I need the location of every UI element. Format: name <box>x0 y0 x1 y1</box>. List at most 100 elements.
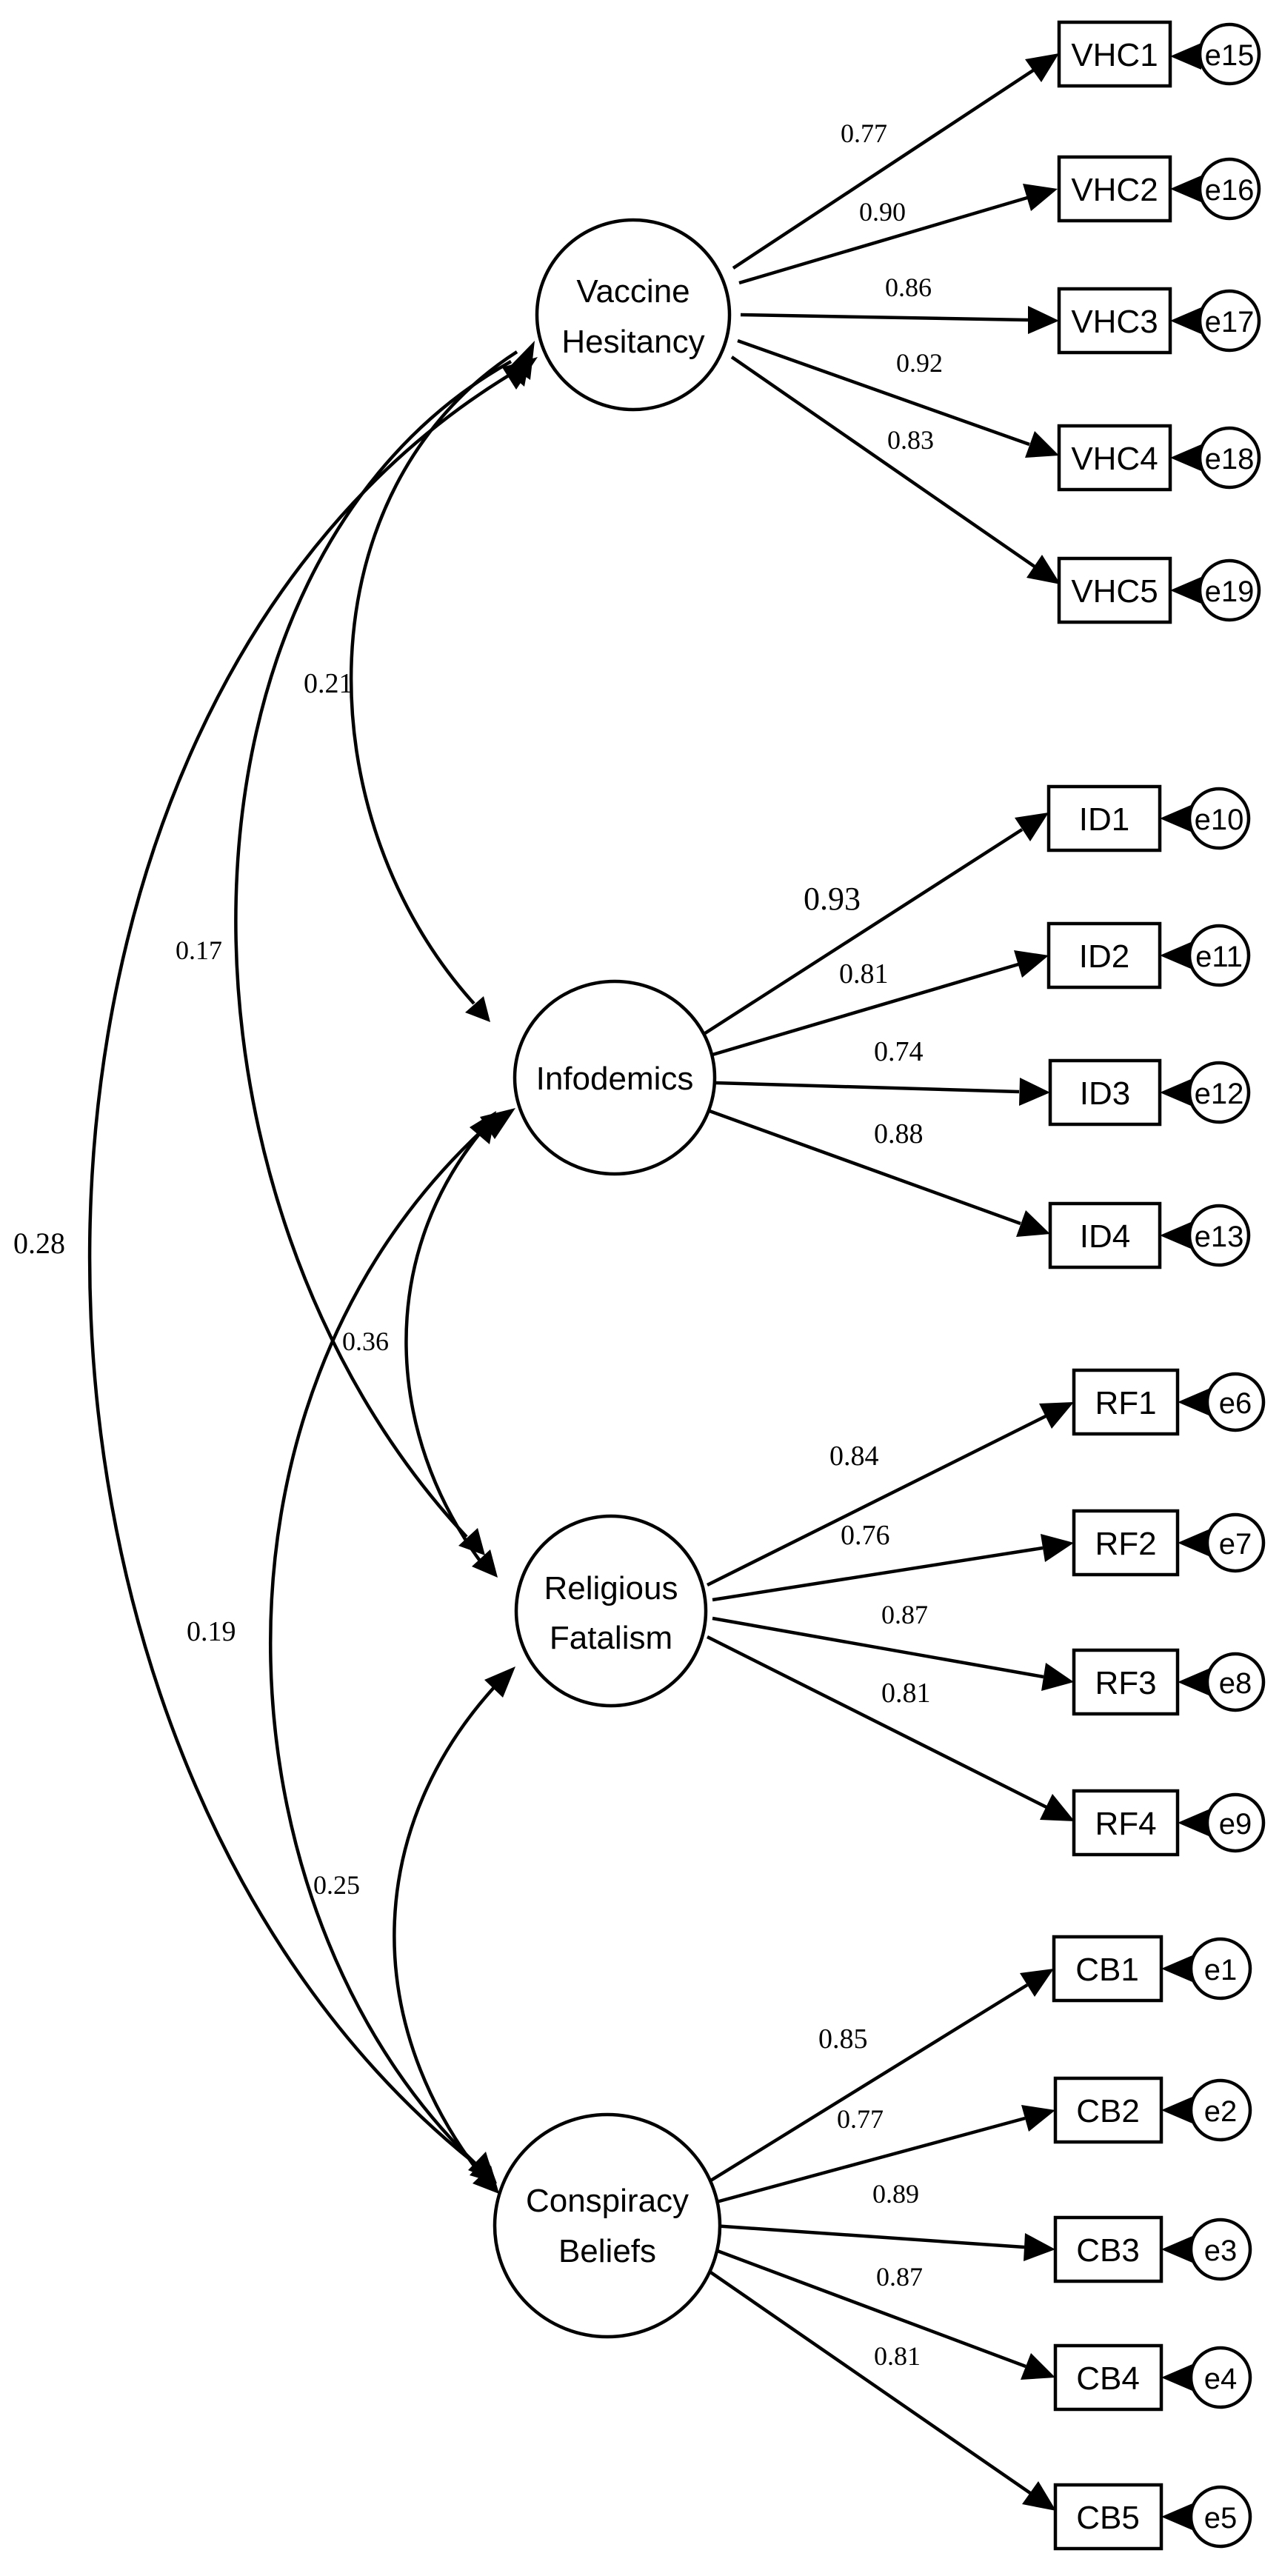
error-arrow-id3 <box>1160 1079 1191 1106</box>
indicator-label: ID3 <box>1080 1075 1130 1112</box>
arrowhead-vh-vhc1 <box>1025 53 1059 82</box>
error-arrow-cb1 <box>1161 1955 1192 1982</box>
indicator-cb5: CB5 <box>1053 2483 1164 2551</box>
arrow-vh-vhc4 <box>737 338 1030 447</box>
error-label: e17 <box>1205 306 1255 338</box>
arrowhead-cb-cb4 <box>1021 2353 1055 2380</box>
indicator-vhc5: VHC5 <box>1057 556 1172 624</box>
indicator-label: ID2 <box>1079 938 1129 975</box>
arrow-id-id1 <box>704 828 1024 1035</box>
indicator-label: VHC4 <box>1071 441 1158 477</box>
latent-label: Infodemics <box>536 1061 694 1097</box>
error-e2: e2 <box>1189 2078 1252 2142</box>
error-label: e6 <box>1219 1387 1252 1420</box>
loading-label-cb5: 0.81 <box>874 2341 921 2371</box>
error-arrow-rf4 <box>1178 1809 1209 1836</box>
error-arrow-vhc5 <box>1170 577 1201 604</box>
arrow-vh-vhc5 <box>730 356 1036 568</box>
error-e17: e17 <box>1198 289 1261 353</box>
indicator-label: RF3 <box>1095 1665 1156 1701</box>
correlation-label-vh-id: 0.21 <box>304 668 353 699</box>
arrowhead-vh-rf-bottom <box>458 1528 485 1555</box>
error-label: e3 <box>1204 2235 1238 2267</box>
error-label: e18 <box>1205 443 1255 476</box>
indicator-id1: ID1 <box>1046 784 1162 852</box>
latent-variables: Vaccine Hesitancy Infodemics Religious F… <box>493 218 732 2339</box>
arrowhead-id-id2 <box>1014 950 1049 978</box>
loading-label-cb3: 0.89 <box>872 2179 919 2209</box>
error-e19: e19 <box>1198 558 1261 622</box>
indicator-cb1: CB1 <box>1052 1935 1164 2003</box>
loading-label-vhc1: 0.77 <box>841 119 887 148</box>
error-label: e15 <box>1205 39 1255 72</box>
correlation-labels: 0.21 0.17 0.28 0.36 0.19 0.25 <box>13 668 389 1900</box>
correlation-arcs <box>87 341 538 2194</box>
loading-label-id4: 0.88 <box>874 1118 924 1149</box>
loading-label-vhc2: 0.90 <box>859 197 906 227</box>
indicator-label: CB5 <box>1076 2500 1140 2536</box>
error-label: e8 <box>1219 1667 1252 1700</box>
latent-label: Conspiracy <box>526 2183 689 2219</box>
error-arrow-id4 <box>1160 1222 1191 1249</box>
arc-id-cb <box>269 1124 489 2168</box>
indicator-cb3: CB3 <box>1053 2215 1164 2283</box>
error-label: e7 <box>1219 1528 1252 1561</box>
arrowhead-cb-cb1 <box>1020 1969 1054 1997</box>
indicator-id4: ID4 <box>1048 1201 1162 1269</box>
arrowhead-vh-vhc3 <box>1028 306 1059 334</box>
arrowhead-rf-rf3 <box>1041 1663 1074 1691</box>
latent-label: Fatalism <box>550 1620 672 1656</box>
error-e4: e4 <box>1189 2346 1252 2409</box>
error-arrow-id1 <box>1160 805 1191 832</box>
arrowhead-rf-rf1 <box>1039 1402 1074 1429</box>
indicator-label: VHC2 <box>1071 172 1158 208</box>
indicator-label: RF4 <box>1095 1806 1156 1842</box>
arrow-cb-cb3 <box>712 2223 1025 2249</box>
error-e1: e1 <box>1189 1937 1252 2001</box>
loading-arrows <box>701 53 1075 2511</box>
error-label: e16 <box>1205 174 1255 207</box>
error-label: e2 <box>1204 2095 1238 2128</box>
indicator-cb2: CB2 <box>1053 2076 1164 2144</box>
loading-label-rf1: 0.84 <box>829 1441 879 1472</box>
correlation-label-vh-rf: 0.17 <box>176 935 222 965</box>
correlation-label-id-cb: 0.19 <box>187 1616 236 1647</box>
arrow-id-id3 <box>715 1081 1020 1094</box>
indicator-rf4: RF4 <box>1072 1789 1180 1857</box>
error-arrow-id2 <box>1160 942 1191 969</box>
arrow-cb-cb2 <box>710 2116 1026 2206</box>
arrowhead-rf-rf4 <box>1040 1794 1075 1821</box>
arc-id-rf <box>404 1132 483 1564</box>
loading-label-cb4: 0.87 <box>876 2262 923 2292</box>
indicators: VHC1 VHC2 VHC3 VHC4 VHC5 ID1 ID2 ID3 ID4… <box>1046 20 1180 2551</box>
error-label: e5 <box>1204 2502 1238 2535</box>
arrow-cb-cb4 <box>709 2246 1026 2369</box>
latent-label: Beliefs <box>558 2233 656 2269</box>
error-e7: e7 <box>1205 1512 1266 1573</box>
error-e10: e10 <box>1187 787 1251 850</box>
indicator-label: RF1 <box>1095 1385 1156 1421</box>
error-arrow-cb5 <box>1161 2503 1192 2530</box>
error-arrow-rf3 <box>1178 1669 1209 1695</box>
latent-religious-fatalism: Religious Fatalism <box>514 1514 708 1708</box>
arc-vh-rf <box>234 360 513 1538</box>
indicator-vhc2: VHC2 <box>1057 155 1172 223</box>
error-label: e19 <box>1205 575 1255 608</box>
arrowhead-id-id1 <box>1015 812 1049 841</box>
arrowhead-vh-cb-top <box>502 357 538 390</box>
latent-label: Vaccine <box>576 273 690 310</box>
loading-label-vhc4: 0.92 <box>896 348 943 378</box>
arrow-vh-vhc1 <box>732 69 1035 270</box>
error-label: e1 <box>1204 1954 1238 1986</box>
arrowhead-id-rf-bottom <box>472 1549 498 1578</box>
indicator-label: ID4 <box>1080 1218 1130 1255</box>
arrowhead-vh-vhc2 <box>1023 184 1058 211</box>
arrow-rf-rf1 <box>706 1414 1047 1587</box>
arrow-cb-cb5 <box>701 2265 1032 2495</box>
error-e16: e16 <box>1198 157 1261 221</box>
error-e13: e13 <box>1187 1204 1251 1267</box>
indicator-id2: ID2 <box>1046 921 1162 990</box>
indicator-label: CB1 <box>1075 1952 1139 1988</box>
arrowhead-cb-cb3 <box>1024 2233 1055 2261</box>
error-e6: e6 <box>1205 1372 1266 1432</box>
